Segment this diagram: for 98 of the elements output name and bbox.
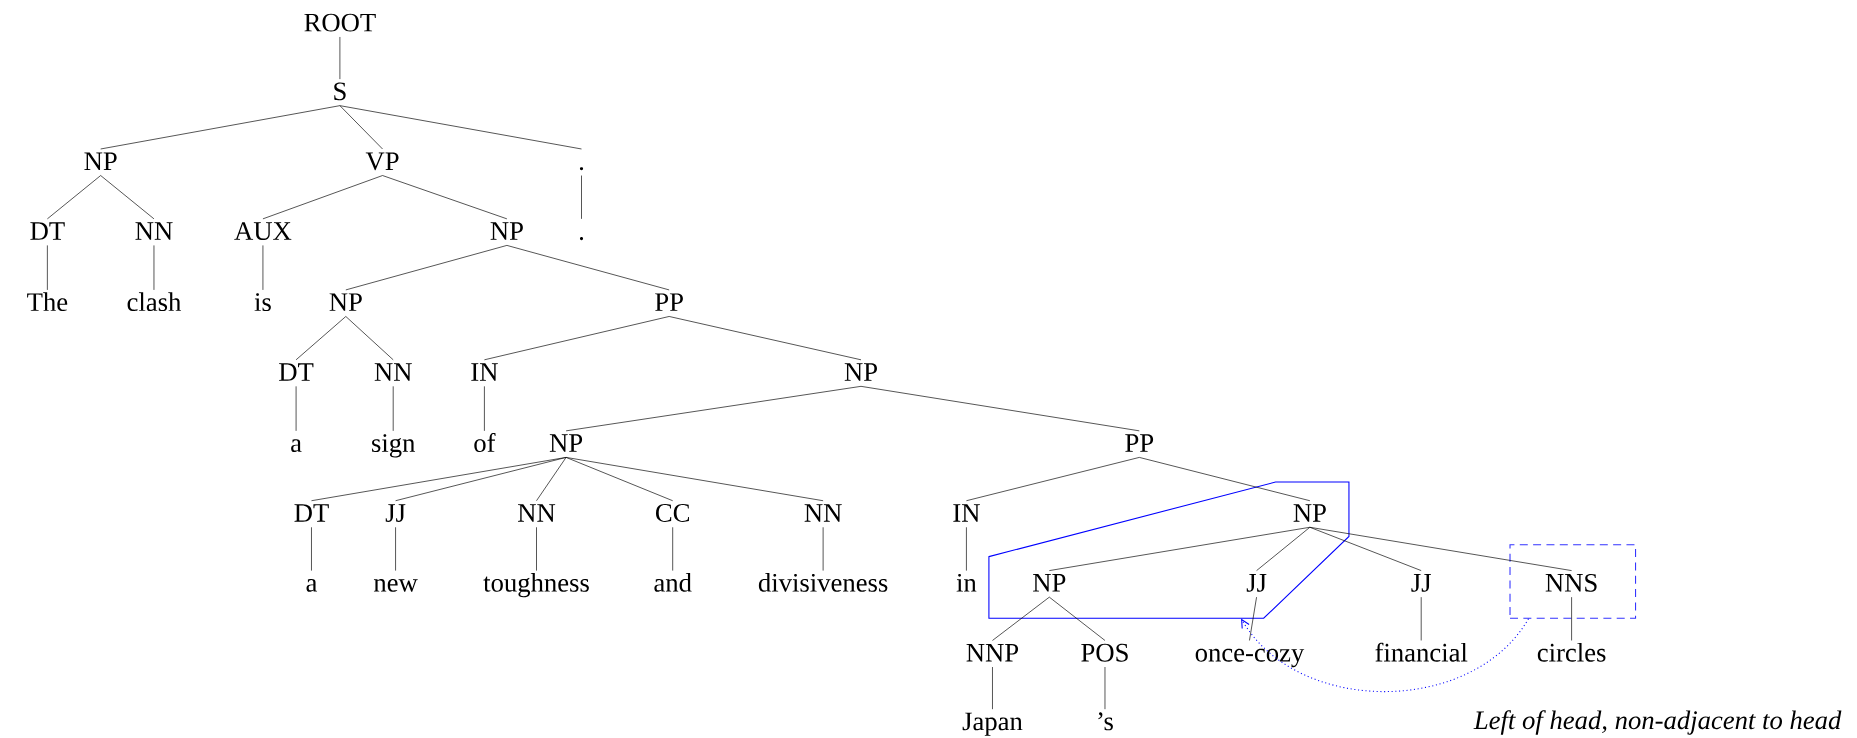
tree-label: a [306, 579, 317, 592]
caption: Left of head, non-adjacent to head [1473, 710, 1842, 735]
tree-label: ’s [1098, 712, 1113, 731]
tree-branch [536, 457, 567, 502]
tree-label: NP [549, 434, 583, 452]
tree-label: in [956, 573, 977, 592]
tree-branch [339, 36, 341, 80]
tree-branch [565, 457, 674, 502]
tree-branch [565, 457, 824, 502]
tree-branch [262, 175, 383, 220]
tree-label: NN [135, 222, 173, 240]
tree-label: The [27, 292, 68, 312]
tree-branch [345, 316, 394, 361]
tree-label: JJ [1246, 574, 1267, 592]
tree-label: NP [1293, 504, 1326, 522]
tree-branch [311, 527, 312, 572]
tree-label: PP [1125, 434, 1154, 452]
tree-label: clash [127, 292, 182, 312]
tree-label: NP [490, 222, 523, 240]
tree-branch [339, 105, 383, 150]
tree-label: NN [804, 504, 842, 522]
tree-label: . [579, 237, 584, 241]
tree-branch [295, 316, 347, 361]
tree-branch [1139, 457, 1311, 502]
tree-label: financial [1375, 642, 1468, 662]
tree-branch [1309, 527, 1422, 572]
tree-branch [339, 105, 582, 150]
tree-branch [1420, 596, 1422, 641]
tree-label: once-cozy [1195, 648, 1305, 668]
tree-branch [966, 527, 967, 572]
tree-label: IN [471, 363, 498, 381]
tree-branch [581, 175, 582, 220]
tree-label: and [654, 573, 692, 592]
tree-label: circles [1537, 643, 1606, 662]
tree-label: is [254, 293, 271, 312]
tree-branch [1049, 596, 1106, 641]
tree-branch [47, 245, 48, 291]
tree-branch [966, 457, 1140, 502]
tree-label: CC [656, 504, 689, 522]
tree-branch [536, 527, 537, 572]
tree-branch [382, 175, 508, 220]
tree-branch [1571, 596, 1572, 641]
tree-branch [395, 457, 567, 502]
tree-label: POS [1081, 643, 1128, 662]
tree-branch [1104, 666, 1106, 710]
tree-label: Japan [962, 712, 1023, 736]
tree-label: PP [655, 293, 683, 311]
arrow [1241, 618, 1529, 693]
tree-branch [484, 386, 485, 432]
highlight-outline [988, 481, 1350, 619]
tree-branch [153, 245, 155, 291]
tree-label: NNS [1545, 573, 1597, 592]
tree-label: AUX [234, 222, 292, 241]
tree-branch [822, 527, 824, 572]
tree-branch [392, 386, 394, 432]
dashed-box [1509, 544, 1637, 619]
tree-branch [47, 175, 101, 220]
tree-branch [992, 596, 1050, 641]
tree-branch [1309, 527, 1572, 572]
tree-label: JJ [385, 504, 406, 522]
tree-branch [668, 316, 862, 361]
tree-label: ROOT [304, 13, 376, 32]
tree-label: DT [294, 504, 329, 522]
tree-branch [345, 245, 508, 291]
tree-branch [295, 386, 297, 432]
tree-branch [565, 386, 862, 432]
tree-label: . [579, 167, 584, 171]
tree-branch [672, 527, 674, 572]
tree-label: toughness [483, 573, 589, 598]
tree-branch [506, 245, 670, 291]
tree-label: NP [1033, 574, 1066, 592]
tree-label: DT [279, 363, 314, 381]
tree-label: new [373, 579, 418, 592]
tree-label: sign [372, 434, 415, 458]
tree-branch [1249, 596, 1257, 641]
tree-branch [100, 175, 155, 220]
tree-branch [1049, 527, 1311, 572]
tree-label: NN [374, 363, 412, 381]
tree-label: divisiveness [758, 573, 888, 592]
tree-branch [395, 527, 396, 572]
tree-label: NNP [966, 644, 1019, 662]
tree-branch [100, 105, 341, 150]
tree-label: a [291, 439, 302, 453]
tree-branch [484, 316, 670, 361]
tree-label: NP [329, 293, 362, 311]
tree-label: VP [365, 152, 399, 171]
tree-label: IN [953, 504, 980, 522]
tree-branch [992, 666, 993, 710]
tree-label: NN [518, 504, 556, 522]
tree-label: JJ [1411, 574, 1431, 592]
tree-label: NP [84, 152, 117, 170]
tree-branch [860, 386, 1140, 432]
tree-branch [1256, 527, 1311, 572]
tree-label: of [474, 433, 496, 453]
tree-label: NP [844, 363, 877, 381]
tree-label: S [334, 82, 346, 101]
tree-branch [262, 245, 264, 291]
tree-label: DT [30, 222, 65, 240]
